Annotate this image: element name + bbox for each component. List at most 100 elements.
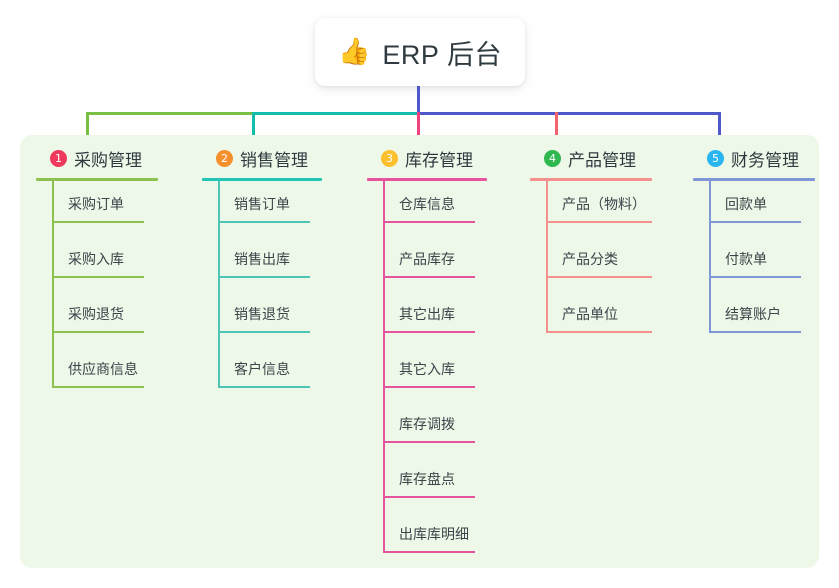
leaf-underline xyxy=(383,441,475,443)
leaf-underline xyxy=(52,221,144,223)
leaf-underline xyxy=(546,221,652,223)
column-underline xyxy=(693,178,815,181)
branch-spine xyxy=(52,181,54,388)
leaf-underline xyxy=(383,331,475,333)
leaf-label: 采购退货 xyxy=(68,306,124,322)
leaf-label: 客户信息 xyxy=(234,361,290,377)
column-3[interactable]: 3 库存管理仓库信息产品库存其它出库其它入库库存调拨库存盘点出库库明细 xyxy=(367,143,487,566)
leaf-item[interactable]: 库存调拨 xyxy=(367,401,487,456)
leaf-item[interactable]: 销售出库 xyxy=(202,236,322,291)
column-underline xyxy=(367,178,487,181)
connector-drop-5 xyxy=(718,112,721,155)
leaf-label: 采购入库 xyxy=(68,251,124,267)
leaf-underline xyxy=(383,496,475,498)
leaf-label: 回款单 xyxy=(725,196,767,212)
leaf-label: 产品单位 xyxy=(562,306,618,322)
leaf-underline xyxy=(546,276,652,278)
branch-spine xyxy=(383,181,385,553)
leaf-item[interactable]: 其它入库 xyxy=(367,346,487,401)
leaf-underline xyxy=(218,221,310,223)
leaf-underline xyxy=(52,386,144,388)
leaf-underline xyxy=(52,331,144,333)
leaf-item[interactable]: 结算账户 xyxy=(693,291,815,346)
leaf-item[interactable]: 采购入库 xyxy=(36,236,158,291)
column-badge-icon: 4 xyxy=(544,149,561,167)
column-branch: 产品（物料） 产品分类产品单位 xyxy=(530,181,652,346)
column-branch: 销售订单销售出库销售退货客户信息 xyxy=(202,181,322,401)
leaf-underline xyxy=(383,551,475,553)
column-underline xyxy=(202,178,322,181)
leaf-label: 付款单 xyxy=(725,251,767,267)
column-underline xyxy=(36,178,158,181)
leaf-item[interactable]: 仓库信息 xyxy=(367,181,487,236)
leaf-item[interactable]: 销售退货 xyxy=(202,291,322,346)
leaf-label: 销售出库 xyxy=(234,251,290,267)
connector-drop-4 xyxy=(555,112,558,155)
leaf-item[interactable]: 产品（物料） xyxy=(530,181,652,236)
leaf-label: 产品（物料） xyxy=(562,196,646,212)
leaf-label: 供应商信息 xyxy=(68,361,138,377)
column-4[interactable]: 4 产品管理产品（物料） 产品分类产品单位 xyxy=(530,143,652,346)
leaf-label: 销售订单 xyxy=(234,196,290,212)
root-node[interactable]: 👍 ERP 后台 xyxy=(315,18,525,86)
connector-drop-3 xyxy=(417,112,420,155)
leaf-underline xyxy=(218,331,310,333)
leaf-item[interactable]: 回款单 xyxy=(693,181,815,236)
leaf-item[interactable]: 库存盘点 xyxy=(367,456,487,511)
leaf-underline xyxy=(383,221,475,223)
leaf-label: 其它入库 xyxy=(399,361,455,377)
leaf-label: 销售退货 xyxy=(234,306,290,322)
leaf-item[interactable]: 采购订单 xyxy=(36,181,158,236)
column-badge-icon: 3 xyxy=(381,149,398,167)
leaf-label: 产品库存 xyxy=(399,251,455,267)
root-connector-vertical xyxy=(417,86,420,113)
leaf-underline xyxy=(218,386,310,388)
leaf-underline xyxy=(52,276,144,278)
leaf-item[interactable]: 销售订单 xyxy=(202,181,322,236)
leaf-underline xyxy=(383,386,475,388)
connector-drop-1 xyxy=(86,112,89,155)
leaf-label: 库存盘点 xyxy=(399,471,455,487)
leaf-item[interactable]: 供应商信息 xyxy=(36,346,158,401)
column-badge-icon: 5 xyxy=(707,149,724,167)
leaf-item[interactable]: 客户信息 xyxy=(202,346,322,401)
leaf-underline xyxy=(709,331,801,333)
leaf-label: 采购订单 xyxy=(68,196,124,212)
column-title: 库存管理 xyxy=(405,150,473,170)
leaf-item[interactable]: 采购退货 xyxy=(36,291,158,346)
leaf-underline xyxy=(709,221,801,223)
leaf-label: 库存调拨 xyxy=(399,416,455,432)
leaf-item[interactable]: 产品分类 xyxy=(530,236,652,291)
leaf-item[interactable]: 出库库明细 xyxy=(367,511,487,566)
leaf-label: 产品分类 xyxy=(562,251,618,267)
leaf-item[interactable]: 产品库存 xyxy=(367,236,487,291)
connector-bar-segment-2 xyxy=(252,112,419,115)
connector-bar-segment-3 xyxy=(417,112,721,115)
column-title: 产品管理 xyxy=(568,150,636,170)
mindmap-panel xyxy=(20,135,819,568)
column-branch: 仓库信息产品库存其它出库其它入库库存调拨库存盘点出库库明细 xyxy=(367,181,487,566)
column-title: 销售管理 xyxy=(240,150,308,170)
leaf-underline xyxy=(546,331,652,333)
column-header-4[interactable]: 4 产品管理 xyxy=(530,143,652,173)
leaf-underline xyxy=(709,276,801,278)
leaf-label: 出库库明细 xyxy=(399,526,469,542)
column-header-3[interactable]: 3 库存管理 xyxy=(367,143,487,173)
leaf-item[interactable]: 付款单 xyxy=(693,236,815,291)
leaf-label: 仓库信息 xyxy=(399,196,455,212)
branch-spine xyxy=(218,181,220,388)
leaf-label: 其它出库 xyxy=(399,306,455,322)
leaf-item[interactable]: 其它出库 xyxy=(367,291,487,346)
column-title: 采购管理 xyxy=(74,150,142,170)
connector-drop-2 xyxy=(252,112,255,155)
leaf-item[interactable]: 产品单位 xyxy=(530,291,652,346)
branch-spine xyxy=(546,181,548,333)
leaf-underline xyxy=(383,276,475,278)
